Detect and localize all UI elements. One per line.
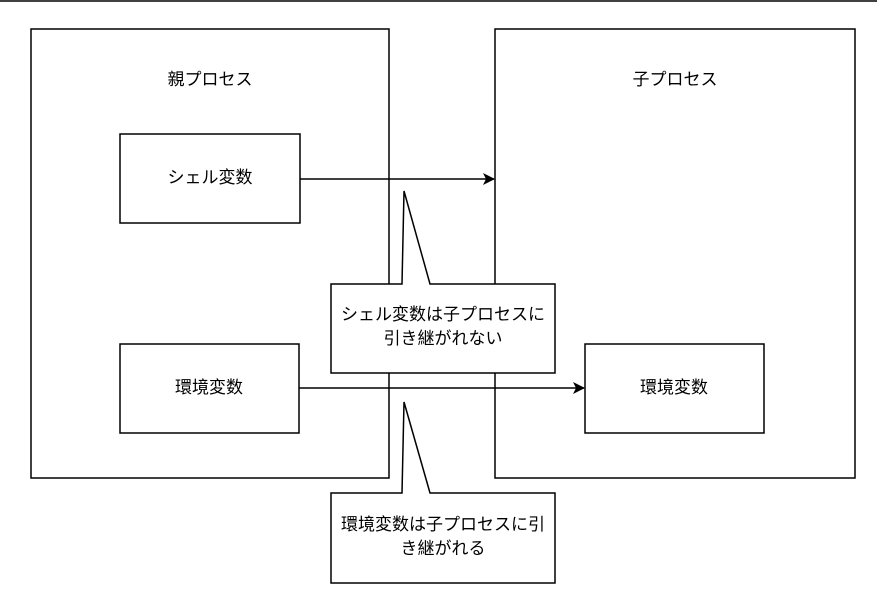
- parent-shell-var-box: [119, 133, 301, 224]
- child-env-var-label: 環境変数: [640, 378, 708, 398]
- shell-var-callout-line1: シェル変数は子プロセスに: [341, 305, 545, 325]
- parent-shell-var-label: シェル変数: [168, 168, 253, 188]
- env-var-callout-line2: き継がれる: [401, 539, 486, 559]
- env-var-callout: [330, 401, 556, 584]
- parent-process-title: 親プロセス: [168, 70, 253, 90]
- child-env-var-box: [584, 343, 765, 434]
- child-process-title: 子プロセス: [633, 70, 718, 90]
- parent-env-var-label: 環境変数: [175, 378, 243, 398]
- shell-var-callout-line2: 引き継がれない: [384, 329, 503, 349]
- shell-var-callout: [330, 190, 556, 374]
- env-var-callout-line1: 環境変数は子プロセスに引: [341, 515, 545, 535]
- parent-process-box: [30, 28, 390, 479]
